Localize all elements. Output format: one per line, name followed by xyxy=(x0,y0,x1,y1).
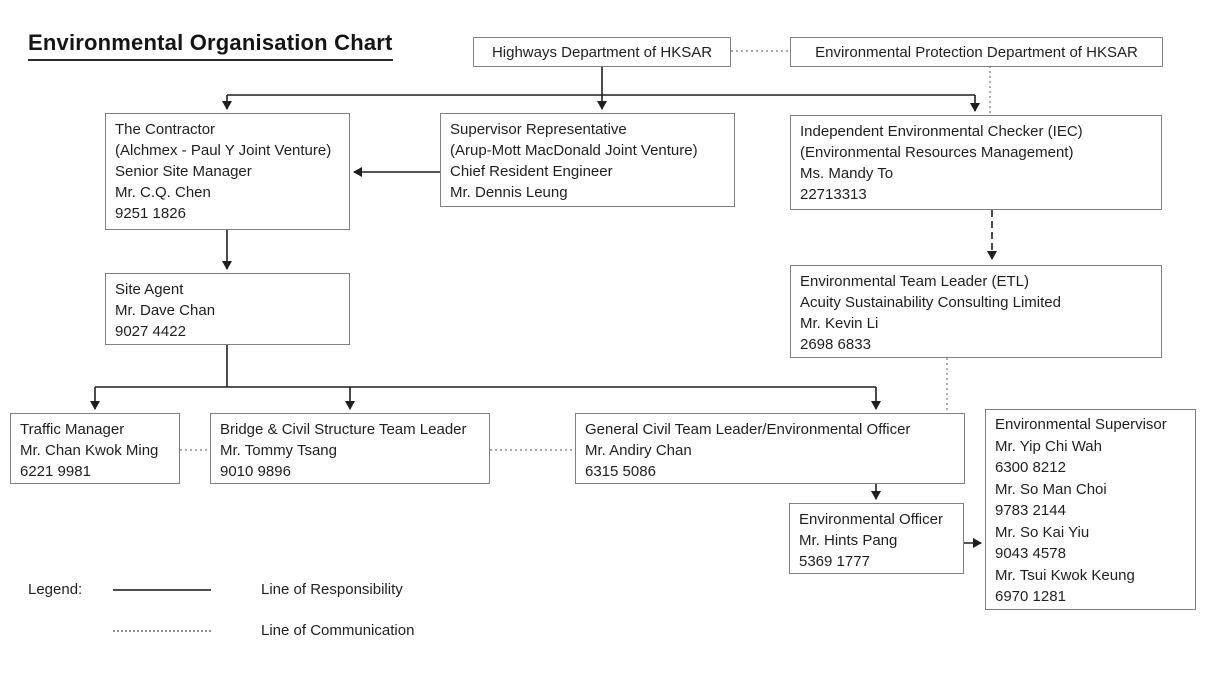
node-label: Environmental Supervisor Mr. Yip Chi Wah… xyxy=(995,416,1167,605)
node-etl: Environmental Team Leader (ETL) Acuity S… xyxy=(790,265,1162,358)
node-bridge-civil-team-leader: Bridge & Civil Structure Team Leader Mr.… xyxy=(210,413,490,484)
node-label: Environmental Team Leader (ETL) Acuity S… xyxy=(800,273,1061,353)
node-traffic-manager: Traffic Manager Mr. Chan Kwok Ming 6221 … xyxy=(10,413,180,484)
node-label: Independent Environmental Checker (IEC) … xyxy=(800,123,1083,203)
node-label: General Civil Team Leader/Environmental … xyxy=(585,421,911,480)
legend-dotted-line-sample xyxy=(113,630,211,632)
page-title: Environmental Organisation Chart xyxy=(28,30,393,61)
node-label: The Contractor (Alchmex - Paul Y Joint V… xyxy=(115,121,332,222)
node-label: Environmental Protection Department of H… xyxy=(815,43,1138,61)
node-label: Traffic Manager Mr. Chan Kwok Ming 6221 … xyxy=(20,421,159,480)
node-environmental-supervisor: Environmental Supervisor Mr. Yip Chi Wah… xyxy=(985,409,1196,610)
node-epd: Environmental Protection Department of H… xyxy=(790,37,1163,67)
legend-solid-line-sample xyxy=(113,589,211,591)
node-label: Supervisor Representative (Arup-Mott Mac… xyxy=(450,121,698,201)
node-iec: Independent Environmental Checker (IEC) … xyxy=(790,115,1162,210)
legend-item-responsibility: Line of Responsibility xyxy=(261,581,403,598)
node-supervisor-representative: Supervisor Representative (Arup-Mott Mac… xyxy=(440,113,735,207)
legend-title: Legend: xyxy=(28,581,83,598)
node-highways-department: Highways Department of HKSAR xyxy=(473,37,731,67)
node-label: Bridge & Civil Structure Team Leader Mr.… xyxy=(220,421,467,480)
legend-item-communication: Line of Communication xyxy=(261,622,415,639)
node-label: Highways Department of HKSAR xyxy=(491,43,713,61)
node-label: Environmental Officer Mr. Hints Pang 536… xyxy=(799,511,943,570)
node-environmental-officer: Environmental Officer Mr. Hints Pang 536… xyxy=(789,503,964,574)
node-site-agent: Site Agent Mr. Dave Chan 9027 4422 xyxy=(105,273,350,345)
node-label: Site Agent Mr. Dave Chan 9027 4422 xyxy=(115,281,216,340)
node-contractor: The Contractor (Alchmex - Paul Y Joint V… xyxy=(105,113,350,230)
node-general-civil-team-leader: General Civil Team Leader/Environmental … xyxy=(575,413,965,484)
